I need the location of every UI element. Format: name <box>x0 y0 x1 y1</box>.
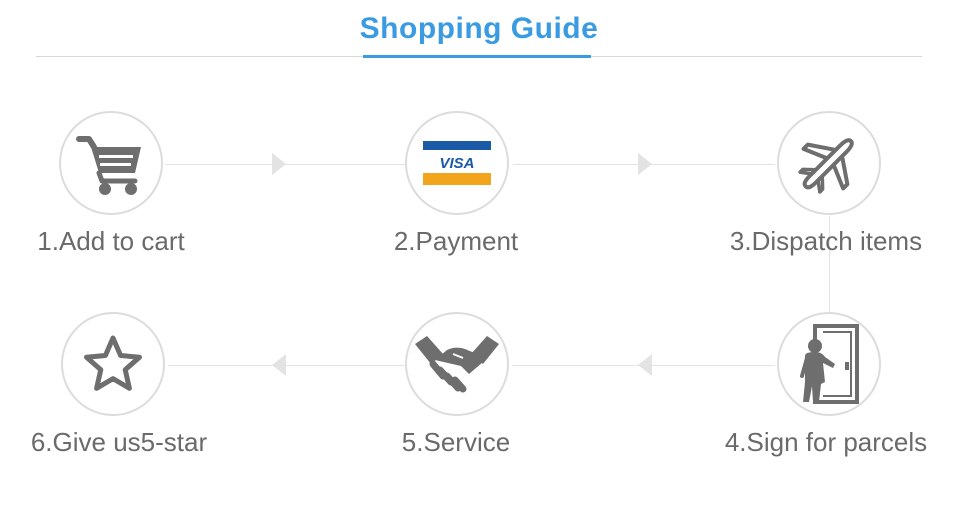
arrow-right-icon <box>638 153 652 175</box>
step-3-circle <box>777 111 881 215</box>
step-6-label: 6.Give us5-star <box>30 427 208 457</box>
step-2-label: 2.Payment <box>393 226 519 256</box>
step-4-label: 4.Sign for parcels <box>724 427 928 457</box>
connector-3-4 <box>829 216 830 312</box>
shopping-cart-icon <box>76 136 141 195</box>
step-1-label: 1.Add to cart <box>37 226 185 256</box>
visa-card-text: VISA <box>439 155 474 172</box>
handshake-icon <box>415 336 499 393</box>
arrow-left-icon <box>272 354 286 376</box>
connector-5-6 <box>168 365 405 366</box>
arrow-left-icon <box>638 354 652 376</box>
arrow-right-icon <box>272 153 286 175</box>
step-2-circle: VISA <box>405 111 509 215</box>
page-title: Shopping Guide <box>359 12 599 45</box>
star-icon <box>84 335 142 391</box>
step-3-label: 3.Dispatch items <box>729 226 923 256</box>
person-door-icon <box>800 324 859 404</box>
step-1-circle <box>59 111 163 215</box>
step-5-circle <box>405 312 509 416</box>
title-underline <box>363 55 591 58</box>
step-6-circle <box>61 312 165 416</box>
visa-card-icon: VISA <box>423 141 491 185</box>
airplane-icon <box>798 138 854 194</box>
step-5-label: 5.Service <box>401 427 511 457</box>
step-4-circle <box>777 312 881 416</box>
